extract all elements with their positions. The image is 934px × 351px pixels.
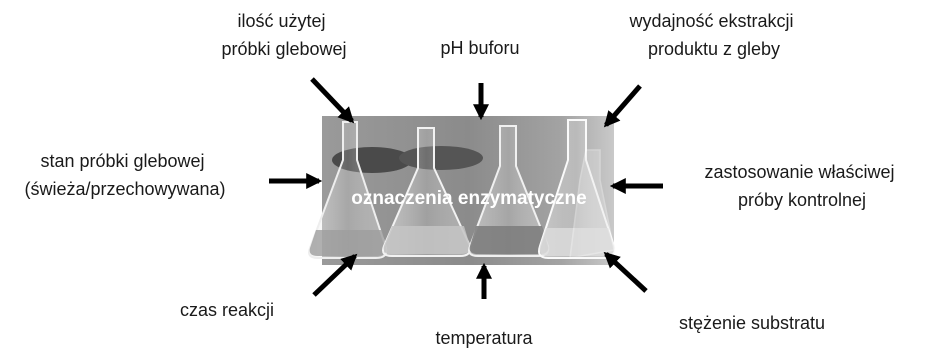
center-label: oznaczenia enzymatyczne	[351, 188, 586, 209]
label-control-sample: zastosowanie właściwej próby kontrolnej	[704, 162, 899, 210]
label-sample-state: stan próbki glebowej (świeża/przechowywa…	[24, 151, 225, 199]
label-sample-amount: ilość użytej próbki glebowej	[221, 11, 346, 59]
arrow-sample-amount	[312, 79, 352, 121]
label-extraction-yield: wydajność ekstrakcji produktu z gleby	[628, 11, 798, 59]
label-temperature: temperatura	[435, 328, 533, 348]
label-reaction-time: czas reakcji	[180, 300, 274, 320]
arrow-extraction-yield	[606, 86, 640, 125]
label-substrate-concentration: stężenie substratu	[679, 313, 825, 333]
arrow-substrate-concentration	[606, 254, 646, 291]
label-buffer-ph: pH buforu	[440, 38, 519, 58]
